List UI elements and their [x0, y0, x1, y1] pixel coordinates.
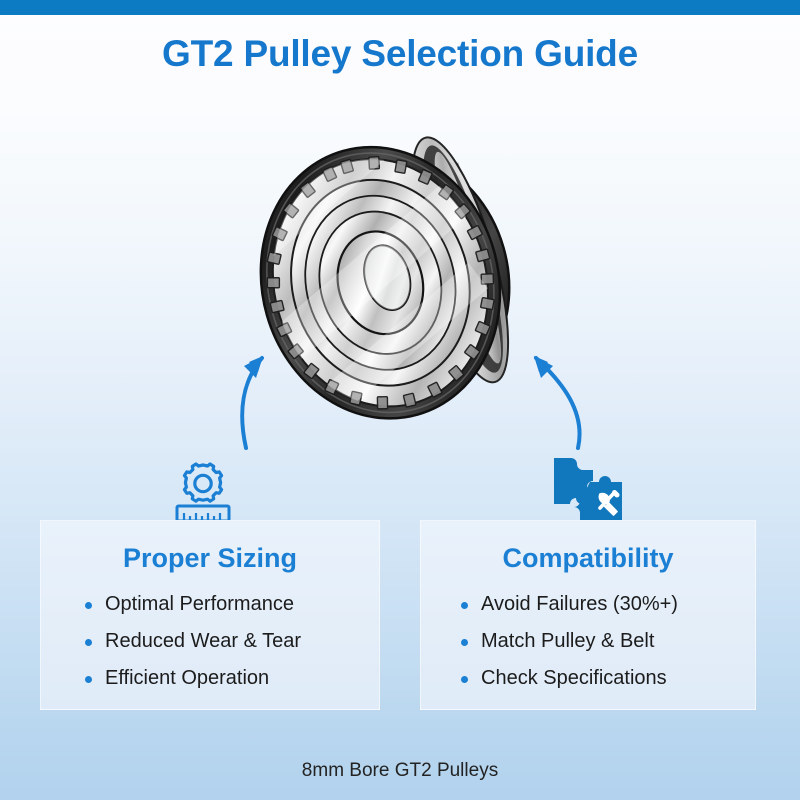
- list-item: Optimal Performance: [85, 594, 379, 614]
- list-item: Reduced Wear & Tear: [85, 631, 379, 651]
- list-item: Avoid Failures (30%+): [461, 594, 755, 614]
- page-title: GT2 Pulley Selection Guide: [162, 33, 638, 74]
- card-title: Proper Sizing: [122, 543, 298, 573]
- benefit-list: Avoid Failures (30%+) Match Pulley & Bel…: [421, 594, 755, 688]
- card-compatibility: Compatibility Avoid Failures (30%+) Matc…: [420, 520, 756, 710]
- list-item: Check Specifications: [461, 668, 755, 688]
- list-item: Efficient Operation: [85, 668, 379, 688]
- footer-caption: 8mm Bore GT2 Pulleys: [301, 760, 499, 781]
- card-proper-sizing: Proper Sizing Optimal Performance Reduce…: [40, 520, 380, 710]
- puzzle-wrench-icon: [550, 452, 626, 528]
- list-item: Match Pulley & Belt: [461, 631, 755, 651]
- puzzle-piece-wrench-icon: [574, 476, 622, 524]
- ruler-icon: [175, 504, 231, 523]
- puzzle-piece-icon: [554, 458, 593, 504]
- pulley-illustration: [230, 120, 570, 440]
- gear-icon: [182, 462, 224, 503]
- benefit-list: Optimal Performance Reduced Wear & Tear …: [41, 594, 379, 688]
- card-title: Compatibility: [502, 543, 674, 573]
- gear-ruler-icon: [172, 458, 234, 526]
- top-accent-bar: [0, 0, 800, 15]
